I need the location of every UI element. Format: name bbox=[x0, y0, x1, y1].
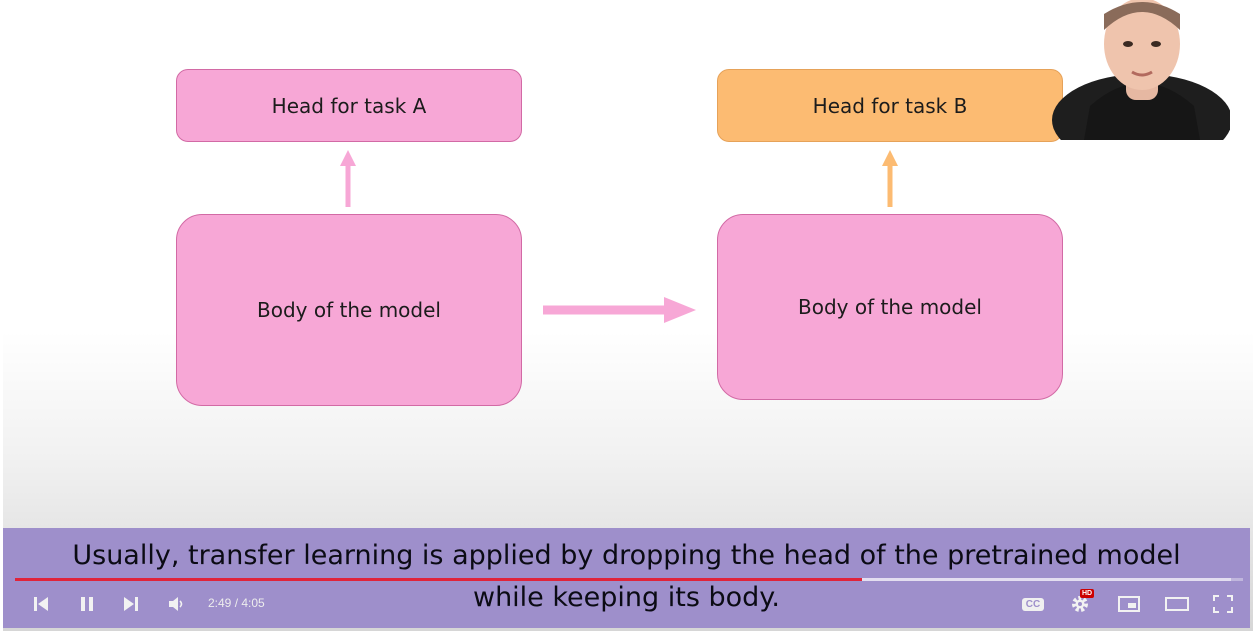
head-task-a-box: Head for task A bbox=[176, 69, 522, 142]
miniplayer-button[interactable] bbox=[1116, 593, 1142, 615]
arrow-body-a-to-head-a bbox=[340, 150, 356, 207]
miniplayer-icon bbox=[1118, 596, 1140, 612]
body-model-a-box: Body of the model bbox=[176, 214, 522, 406]
body-model-a-label: Body of the model bbox=[257, 298, 441, 322]
progress-loaded bbox=[862, 578, 1231, 581]
head-task-b-box: Head for task B bbox=[717, 69, 1063, 142]
body-model-b-label: Body of the model bbox=[798, 295, 982, 319]
caption-line-2: while keeping its body. bbox=[472, 582, 780, 613]
theater-mode-button[interactable] bbox=[1162, 593, 1192, 615]
time-display: 2:49 / 4:05 bbox=[208, 596, 265, 610]
presenter-webcam bbox=[1050, 0, 1230, 140]
progress-played bbox=[15, 578, 863, 581]
body-model-b-box: Body of the model bbox=[717, 214, 1063, 400]
pause-icon bbox=[81, 597, 93, 611]
arrow-transfer-body bbox=[543, 297, 696, 323]
subtitles-button[interactable]: CC bbox=[1019, 594, 1047, 614]
previous-button[interactable] bbox=[28, 593, 54, 615]
fullscreen-icon bbox=[1213, 595, 1233, 613]
hd-badge: HD bbox=[1080, 589, 1095, 598]
fullscreen-button[interactable] bbox=[1210, 593, 1236, 615]
next-icon bbox=[124, 597, 138, 611]
theater-mode-icon bbox=[1165, 597, 1189, 611]
arrow-body-b-to-head-b bbox=[882, 150, 898, 207]
head-task-a-label: Head for task A bbox=[271, 93, 427, 118]
presenter-silhouette-icon bbox=[1052, 0, 1230, 140]
volume-button[interactable] bbox=[164, 593, 190, 615]
next-button[interactable] bbox=[118, 593, 144, 615]
volume-icon bbox=[169, 597, 183, 611]
subtitles-icon: CC bbox=[1021, 597, 1045, 611]
caption-line-1: Usually, transfer learning is applied by… bbox=[72, 540, 1181, 571]
progress-bar[interactable] bbox=[15, 578, 1243, 581]
settings-icon bbox=[1072, 596, 1088, 612]
head-task-b-label: Head for task B bbox=[812, 93, 968, 118]
settings-button[interactable]: HD bbox=[1066, 589, 1095, 616]
previous-icon bbox=[34, 597, 48, 611]
player-controls: 2:49 / 4:05 CC HD bbox=[0, 585, 1258, 625]
pause-button[interactable] bbox=[74, 593, 100, 615]
